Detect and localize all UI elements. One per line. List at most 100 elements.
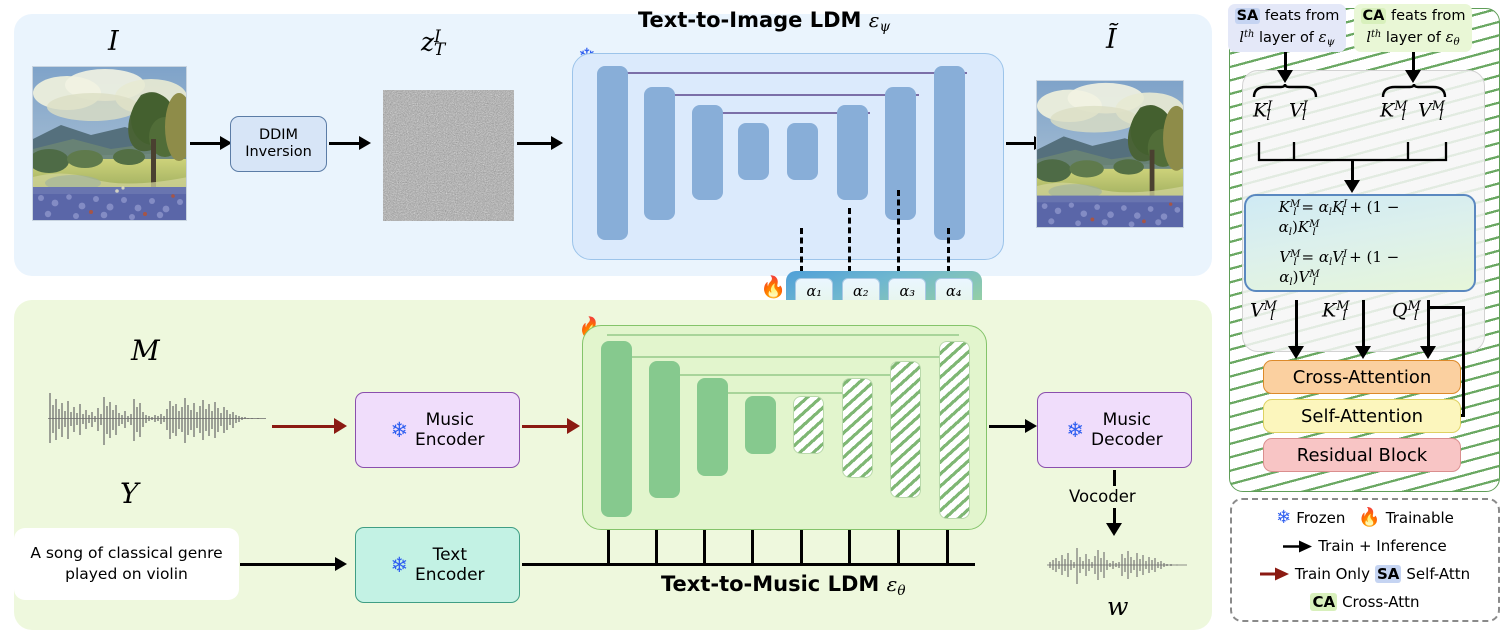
legend-frozen-label: Frozen (1296, 509, 1346, 527)
music-branch-title-text: Text-to-Music LDM (661, 572, 880, 596)
legend-trainable-label: Trainable (1385, 509, 1454, 527)
formula-line-2: VMl = αlVIl + (1 − αl)VMl (1279, 248, 1400, 288)
ca-feats-header: CA feats from lth layer of εθ (1354, 4, 1472, 52)
arrow-image-to-ddim-line (190, 142, 221, 145)
dashed-connector-img-3 (897, 190, 900, 272)
output-image-thumbnail (1036, 80, 1184, 228)
cond-riser-8-line (946, 500, 949, 564)
epsilon-theta-symbol: εθ (886, 572, 906, 599)
out-k-label: KMl (1322, 299, 1350, 325)
music-decoder-box[interactable]: ❄ Music Decoder (1037, 392, 1192, 468)
dashed-connector-img-1 (800, 228, 803, 272)
skip-connection-g2 (624, 356, 944, 359)
kv-blend-formula-box: KMl = αlKIl + (1 − αl)KMl VMl = αlVIl + … (1244, 194, 1476, 292)
arrow-unet-to-output-line (1006, 142, 1036, 145)
unet-block-solid (745, 396, 776, 454)
legend-train-inference-label: Train + Inference (1318, 537, 1447, 555)
text-encoder-box[interactable]: ❄ Text Encoder (355, 527, 520, 603)
ddim-label-line2: Inversion (245, 144, 312, 160)
image-v-label: VIl (1289, 99, 1308, 125)
legend-box: ❄ Frozen 🔥 Trainable Train + Inference T… (1230, 498, 1500, 622)
skip-connection-g3 (672, 374, 897, 377)
legend-sa-label: Self-Attn (1406, 565, 1471, 583)
text-prompt-box[interactable]: A song of classical genre played on viol… (14, 528, 239, 600)
v-down-line (1295, 300, 1298, 348)
unet-block-hatched (793, 396, 824, 454)
residual-block-label: Residual Block (1296, 444, 1428, 466)
unet-block-solid (649, 361, 680, 498)
legend-row-train-only: Train Only SA Self-Attn (1234, 560, 1496, 588)
arrow-encoder-to-unet-line (522, 425, 572, 428)
output-image-label: Ĩ (1106, 24, 1117, 55)
self-attention-label: Self-Attention (1300, 405, 1424, 427)
brace-music-kv (1381, 83, 1447, 98)
legend-row-cross-attn: CA Cross-Attn (1234, 588, 1496, 616)
music-encoder-label: Music Encoder (415, 409, 485, 450)
music-branch-title: Text-to-Music LDM εθ (661, 572, 906, 599)
black-arrow-icon-legend (1283, 540, 1313, 553)
music-encoder-box[interactable]: ❄ Music Encoder (355, 392, 520, 468)
ddim-inversion-box[interactable]: DDIM Inversion (230, 116, 327, 172)
sa-to-q-bottom (1459, 414, 1465, 417)
arrow-ddim-to-latent-head (359, 136, 371, 150)
flame-icon-alpha: 🔥 (760, 275, 787, 299)
k-down-head (1355, 346, 1371, 359)
image-branch-title: Text-to-Image LDM εψ (638, 8, 890, 35)
vocoder-label: Vocoder (1069, 487, 1136, 506)
q-down-head (1420, 346, 1436, 359)
unet-block (837, 105, 868, 200)
input-image-thumbnail (32, 66, 187, 221)
unet-block (934, 66, 965, 240)
sa-to-q-top (1427, 306, 1464, 309)
out-v-label: VMl (1250, 299, 1277, 325)
skip-connection-2 (656, 94, 919, 97)
text-input-label: Y (120, 477, 139, 510)
snowflake-icon-music-decoder: ❄ (1066, 417, 1085, 442)
residual-block[interactable]: Residual Block (1263, 438, 1461, 472)
q-down-line (1427, 300, 1430, 348)
formula-line-1: KMl = αlKIl + (1 − αl)KMl (1278, 198, 1400, 238)
skip-connection-3 (704, 112, 870, 115)
brace-image-kv (1252, 83, 1318, 98)
image-branch-title-text: Text-to-Image LDM (638, 8, 862, 32)
legend-sa-badge: SA (1374, 565, 1402, 583)
ca-inflow-line (1412, 52, 1415, 74)
snowflake-icon-music-encoder: ❄ (390, 417, 409, 442)
out-q-label: QMl (1392, 299, 1421, 325)
music-input-label: M (131, 334, 160, 367)
skip-connection-g1 (607, 334, 959, 337)
unet-block-hatched (842, 378, 873, 478)
self-attention-block[interactable]: Self-Attention (1263, 399, 1461, 433)
arrow-unet-to-decoder-line (989, 425, 1027, 428)
sa-to-q-vertical (1462, 306, 1465, 416)
vocoder-line-lower (1113, 508, 1116, 526)
sa-inflow-head (1277, 70, 1293, 83)
sa-inflow-line (1284, 52, 1287, 74)
output-waveform (1047, 542, 1187, 588)
ca-badge: CA (1360, 8, 1387, 24)
arrow-image-to-ddim-head (220, 136, 232, 150)
arrow-music-to-encoder-head (334, 418, 347, 434)
input-image-label: I (108, 26, 119, 57)
merge-down-line (1351, 160, 1354, 182)
unet-block (597, 66, 628, 240)
arrow-latent-to-unet-head (551, 136, 563, 150)
v-down-head (1288, 346, 1304, 359)
vocoder-arrow-head (1106, 523, 1122, 536)
cross-attention-block[interactable]: Cross-Attention (1263, 360, 1461, 394)
vocoder-line-upper (1113, 470, 1116, 486)
unet-block (787, 123, 818, 180)
text-conditioning-bus (522, 563, 975, 566)
music-decoder-label: Music Decoder (1091, 409, 1163, 450)
unet-block (885, 87, 916, 220)
legend-row-frozen-trainable: ❄ Frozen 🔥 Trainable (1234, 504, 1496, 532)
arrow-prompt-to-text-encoder-line (240, 563, 337, 566)
latent-noise-label: zIT (421, 27, 446, 61)
legend-train-only-label: Train Only (1294, 565, 1370, 583)
skip-connection-g4 (720, 392, 848, 395)
arrow-latent-to-unet-line (517, 142, 553, 145)
legend-ca-badge: CA (1310, 593, 1338, 611)
arrow-music-to-encoder-line (272, 425, 336, 428)
sa-feats-header: SA feats from lth layer of εψ (1228, 4, 1346, 52)
